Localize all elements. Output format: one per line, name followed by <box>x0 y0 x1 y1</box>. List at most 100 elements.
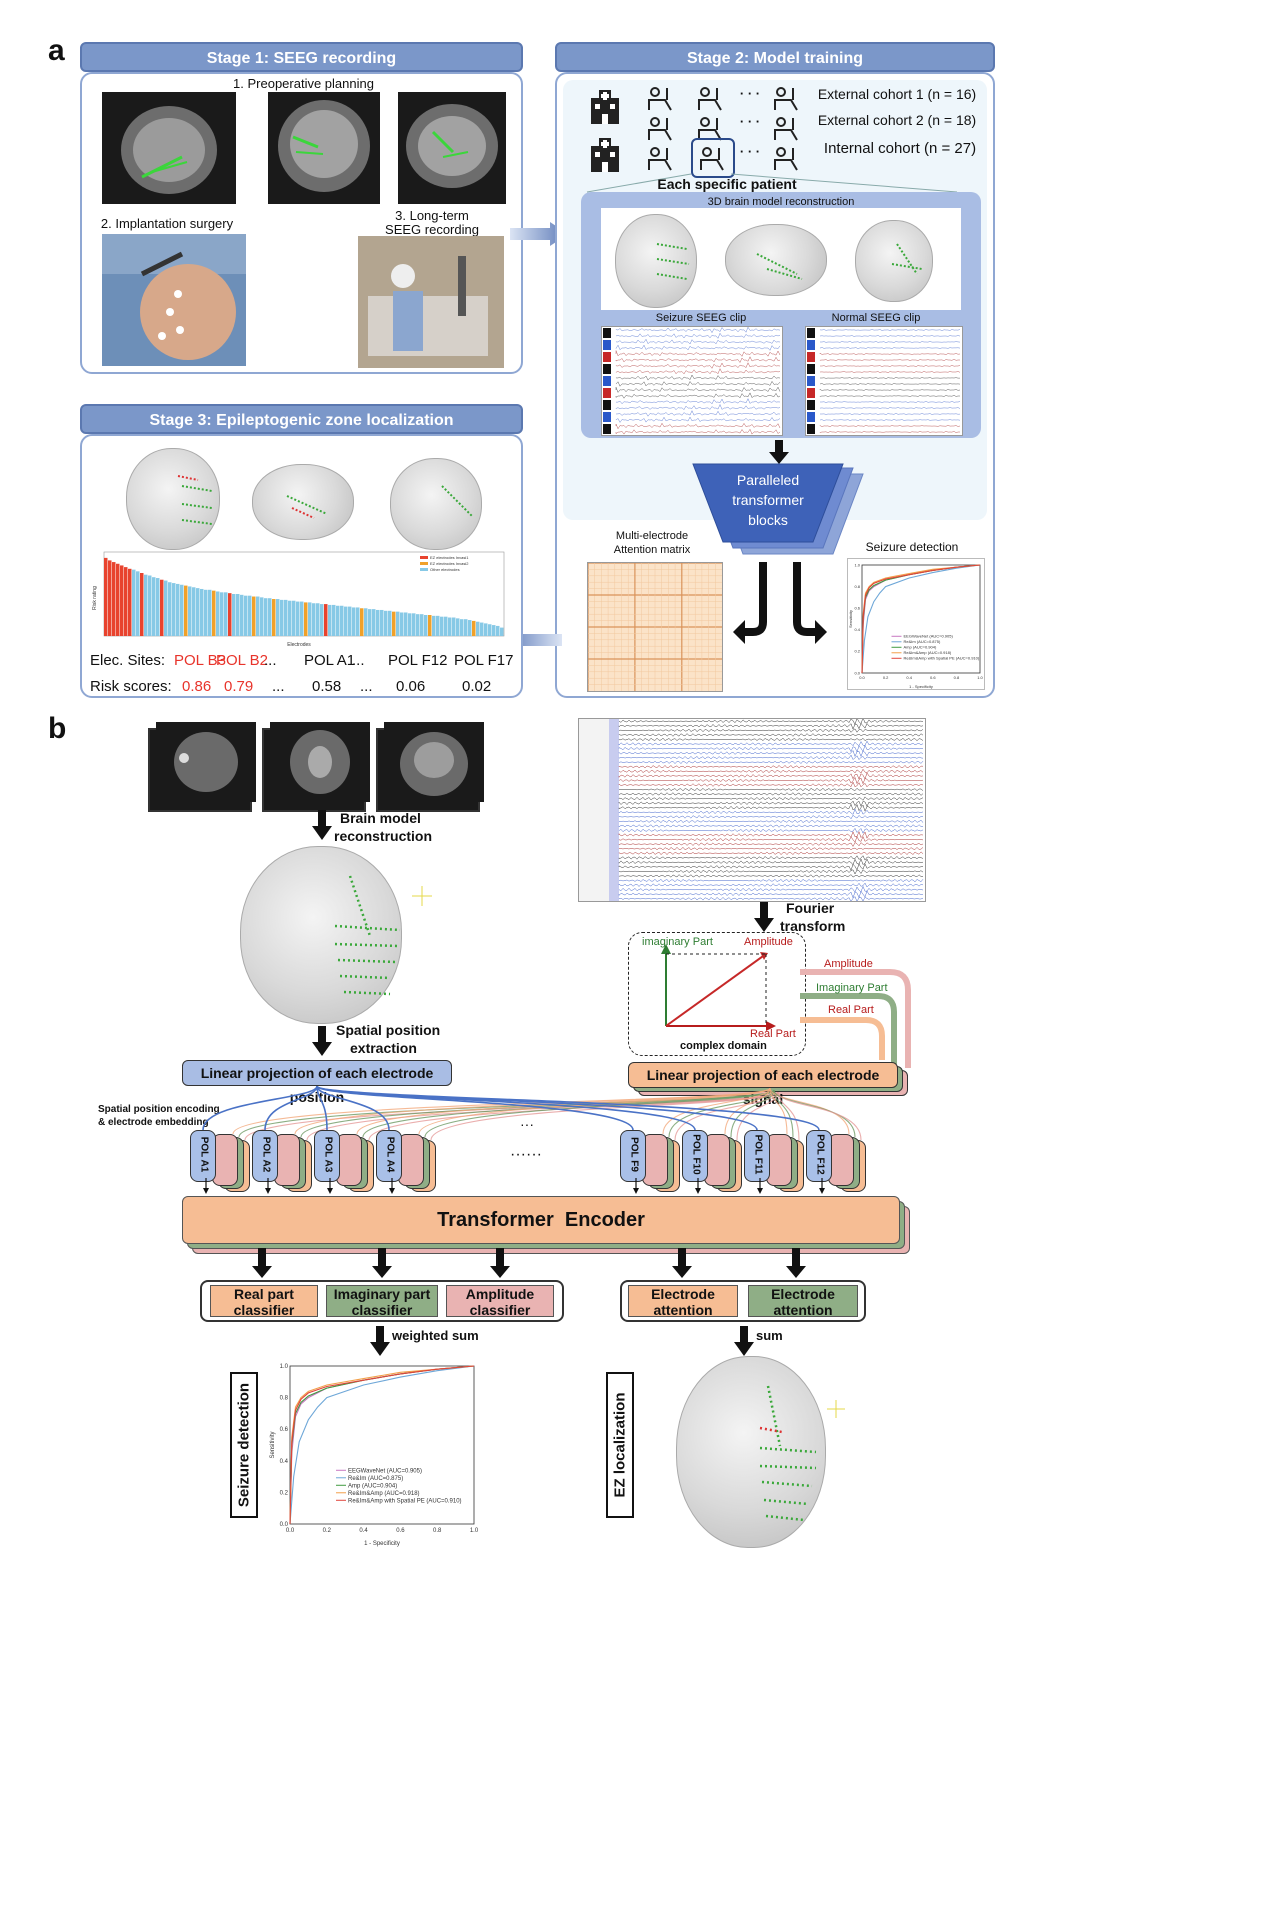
eeg-channel-tag <box>807 328 815 338</box>
eeg-label-column <box>579 719 609 901</box>
eeg-trace <box>615 374 781 381</box>
eeg-trace <box>819 388 961 391</box>
eeg-trace <box>615 338 781 345</box>
signal-link-real <box>769 1087 788 1135</box>
roc-legend-entry: Re&Im&Amp with Spatial PE (AUC=0.910) <box>348 1498 462 1504</box>
risk-bar <box>436 615 440 636</box>
roc-x-tick: 0.8 <box>954 675 960 680</box>
risk-bar <box>388 610 392 636</box>
electrode-token: POL A1 <box>190 1130 216 1182</box>
eeg-trace <box>615 392 781 399</box>
roc-y-tick: 0.0 <box>280 1522 289 1528</box>
eeg-trace <box>819 419 961 421</box>
eeg-channel-tag <box>603 376 611 386</box>
roc-frame <box>289 1365 475 1525</box>
token-arrow-head <box>203 1188 209 1194</box>
eeg-channel-tag <box>807 364 815 374</box>
risk-bar <box>348 606 352 636</box>
roc-legend-entry: Re&Im&Amp (AUC=0.918) <box>348 1491 420 1497</box>
eeg-trace <box>618 744 924 753</box>
roc-ylabel: Sensitivity <box>270 1431 276 1458</box>
stage2-box: · · · · · · · · · External cohort 1 (n =… <box>555 72 995 698</box>
eeg-trace <box>618 885 924 893</box>
eeg-channel-tag <box>807 340 815 350</box>
risk-legend-swatch <box>420 568 428 571</box>
mri-coronal-image <box>268 92 380 204</box>
risk-bar <box>404 612 408 636</box>
arrow-down-sum <box>734 1326 754 1356</box>
roc-x-tick: 0.6 <box>930 675 936 680</box>
eeg-trace <box>618 846 924 851</box>
electrode-markers <box>656 243 923 280</box>
eeg-trace <box>615 410 781 417</box>
token-arrow-head <box>633 1188 639 1194</box>
eeg-trace <box>618 787 924 792</box>
roc-legend-entry: Re&Im (AUC=0.875) <box>904 639 941 644</box>
ez-localization-label: EZ localization <box>611 1392 629 1498</box>
risk-bar <box>304 602 308 636</box>
roc-x-tick: 0.0 <box>859 675 865 680</box>
seizure-eeg-clip <box>601 326 783 436</box>
eeg-trace <box>615 356 781 364</box>
risk-bar <box>364 608 368 636</box>
cohort-dots: · · · <box>739 114 761 129</box>
signal-projection-box: Linear projection of each electrode sign… <box>628 1062 898 1107</box>
risk-bar <box>104 557 108 636</box>
eeg-trace <box>819 335 961 337</box>
eeg-trace <box>618 803 924 812</box>
normal-eeg-clip <box>805 326 963 436</box>
signal-link-real <box>724 1087 771 1135</box>
eeg-trace <box>819 358 960 361</box>
arrow-down-fourier <box>754 902 774 932</box>
eeg-trace <box>819 329 961 332</box>
eeg-trace <box>819 406 961 409</box>
risk-legend-swatch <box>420 562 428 565</box>
eeg-trace <box>618 765 924 769</box>
patient-icon <box>774 147 798 171</box>
step2-label: 2. Implantation surgery <box>100 216 234 231</box>
eeg-trace <box>618 863 924 871</box>
eeg-trace <box>615 327 781 334</box>
token-layer <box>274 1134 300 1186</box>
risk-score-1: 0.79 <box>224 678 254 695</box>
eeg-trace <box>618 878 924 883</box>
eeg-trace <box>618 851 924 855</box>
attention-label-2: Attention matrix <box>613 544 691 556</box>
arrow-stage1-to-stage2 <box>510 222 568 246</box>
eeg-trace <box>819 371 961 373</box>
brain-electrodes <box>334 875 432 996</box>
risk-bar <box>152 577 156 636</box>
mri-axial-image <box>102 92 236 204</box>
roc-legend-entry: Amp (AUC=0.904) <box>904 645 937 650</box>
risk-bar <box>456 618 460 636</box>
elec-site-1: POL B2 <box>216 652 268 669</box>
risk-bar <box>160 579 164 636</box>
eeg-trace <box>819 383 961 386</box>
roc-y-tick: 1.0 <box>854 562 860 567</box>
signal-link-real <box>418 1087 771 1135</box>
risk-bar <box>476 621 480 636</box>
eeg-trace <box>615 368 781 375</box>
risk-bar <box>236 594 240 636</box>
risk-legend-entry: EZ electrodes Invasi2 <box>430 561 469 566</box>
risk-bar <box>372 609 376 636</box>
eeg-trace <box>618 723 924 730</box>
signal-link-imag <box>668 1089 775 1138</box>
risk-bar <box>216 591 220 636</box>
token-arrow-head <box>695 1188 701 1194</box>
token-arrow-head <box>389 1188 395 1194</box>
embedding-label-2: & electrode embedding <box>98 1117 209 1128</box>
electrode-token: POL A2 <box>252 1130 278 1182</box>
elec-site-0: POL B3 <box>174 652 226 669</box>
risk-bar <box>260 597 264 636</box>
risk-bar <box>188 586 192 636</box>
risk-bar <box>316 603 320 636</box>
risk-bar <box>252 596 256 636</box>
risk-bar <box>444 616 448 636</box>
risk-bar <box>468 620 472 636</box>
spatial-label-2: extraction <box>350 1040 417 1056</box>
risk-bar <box>288 600 292 636</box>
